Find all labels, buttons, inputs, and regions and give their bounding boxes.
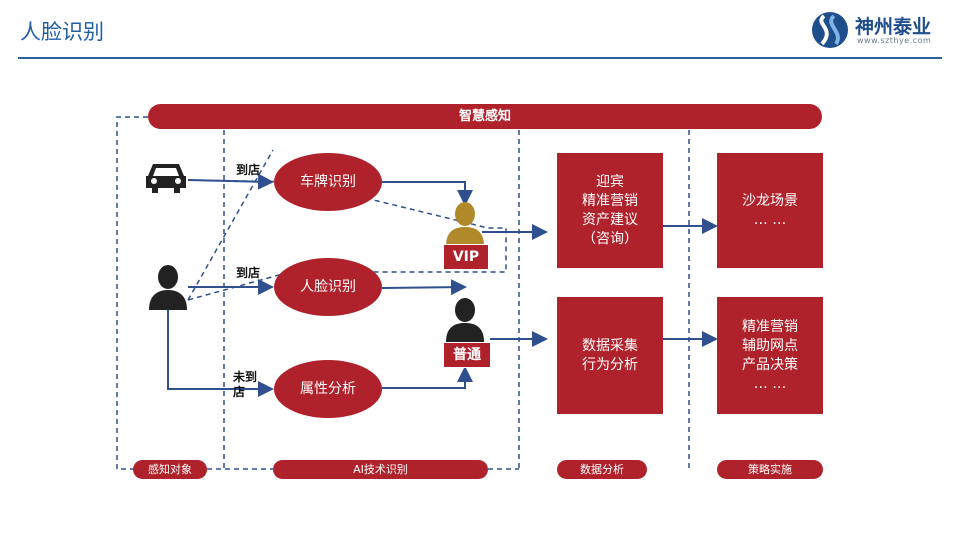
normal-badge: 普通 xyxy=(443,342,491,368)
car-icon xyxy=(146,164,186,193)
plate-recognition-node: 车牌识别 xyxy=(274,153,382,211)
person-icon xyxy=(149,265,187,310)
logo-name: 神州泰业 xyxy=(855,16,932,38)
strategy-box-vip: 沙龙场景 … … xyxy=(717,153,823,268)
attribute-analysis-node: 属性分析 xyxy=(274,360,382,418)
title-divider xyxy=(18,57,942,59)
vip-person-icon xyxy=(446,202,484,246)
analysis-box-vip: 迎宾 精准营销 资产建议 （咨询） xyxy=(557,153,663,268)
edge-label-not-arrived: 未到 店 xyxy=(233,370,258,399)
vip-badge: VIP xyxy=(443,244,489,270)
column-label-analysis: 数据分析 xyxy=(557,460,647,479)
logo-url: www.szthye.com xyxy=(857,36,932,45)
page-title: 人脸识别 xyxy=(20,20,104,44)
face-recognition-node: 人脸识别 xyxy=(274,258,382,316)
normal-person-icon xyxy=(446,298,484,342)
company-logo: 神州泰业 www.szthye.com xyxy=(810,10,950,52)
logo-mark-icon xyxy=(812,12,848,48)
column-label-ai: AI技术识别 xyxy=(273,460,488,479)
strategy-box-normal: 精准营销 辅助网点 产品决策 … … xyxy=(717,297,823,414)
analysis-box-normal: 数据采集 行为分析 xyxy=(557,297,663,414)
smart-perception-banner: 智慧感知 xyxy=(148,104,822,129)
column-label-perception: 感知对象 xyxy=(133,460,207,479)
column-label-strategy: 策略实施 xyxy=(717,460,823,479)
edge-label-person-arrived: 到店 xyxy=(236,266,261,280)
edge-label-car-arrived: 到店 xyxy=(236,163,261,177)
